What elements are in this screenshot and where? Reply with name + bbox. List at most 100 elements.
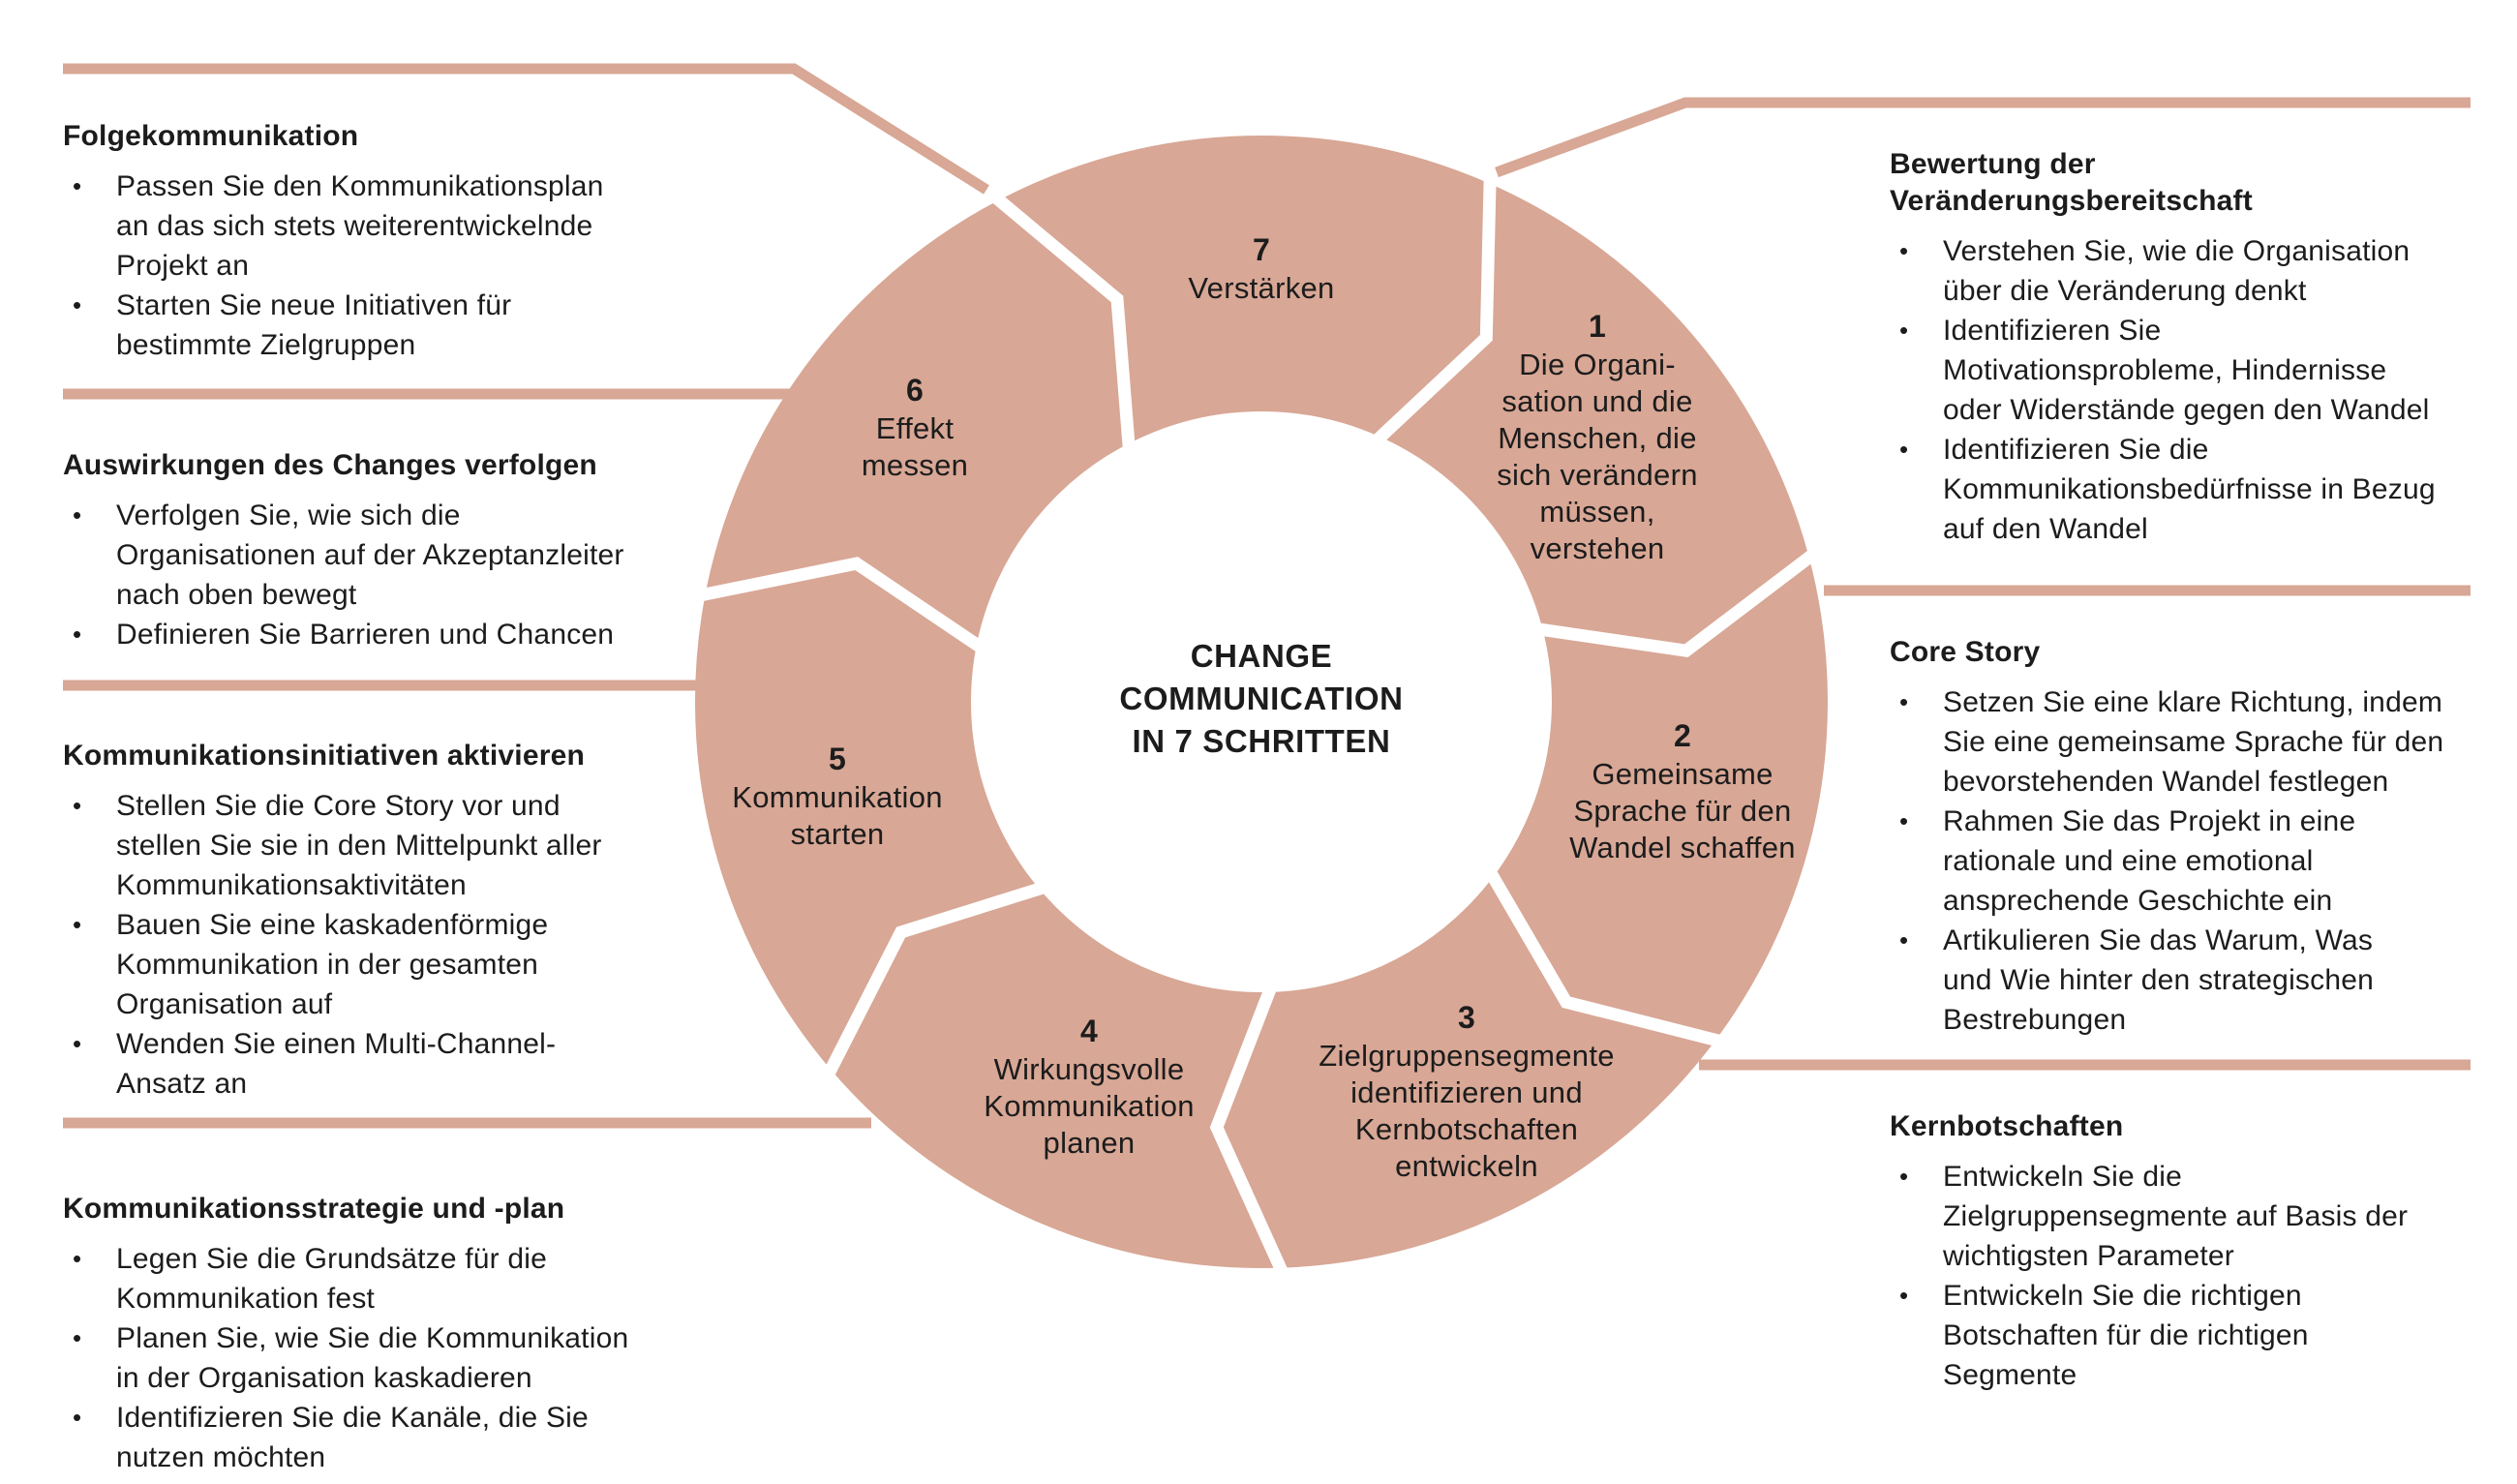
bullet-dot: •: [73, 1029, 82, 1058]
bullet-item: • Artikulieren Sie das Warum, Was und Wie…: [1890, 921, 2480, 1040]
segment-1-number: 1: [1588, 309, 1607, 344]
bullet-item: • Entwickeln Sie die richtigen Botschafte…: [1890, 1276, 2480, 1395]
bullet-list: • Entwickeln Sie die Zielgruppensegmente …: [1890, 1157, 2480, 1395]
segment-3: 3 Zielgruppensegmente identifizieren und…: [1268, 999, 1665, 1185]
bullet-text: Identifizieren Sie Motivationsprobleme, …: [1943, 315, 2430, 426]
bullet-list: •Stellen Sie die Core Story vor und stel…: [63, 786, 702, 1104]
bullet-dot: •: [1899, 1162, 1909, 1191]
bullet-item: • Identifizieren Sie die Kanäle, die Sie …: [63, 1398, 702, 1477]
bullet-dot: •: [1899, 806, 1909, 835]
bullet-item: • Wenden Sie einen Multi-Channel- Ansatz …: [63, 1024, 702, 1104]
bullet-item: •Bauen Sie eine kaskadenförmige Kommunik…: [63, 905, 702, 1024]
bullet-item: • Setzen Sie eine klare Richtung, indem S…: [1890, 682, 2480, 802]
bullet-dot: •: [1899, 1281, 1909, 1310]
segment-separators: [688, 167, 1826, 1286]
segment-1-label: Die Organi- sation und die Menschen, die…: [1497, 348, 1698, 565]
bullet-dot: •: [73, 1244, 82, 1273]
connector-bewertung: [1495, 97, 2471, 178]
segment-6-label: Effekt messen: [861, 411, 969, 482]
callout-heading: Bewertung der Veränderungsbereitschaft: [1890, 148, 2253, 217]
segment-6-number: 6: [905, 373, 925, 408]
bullet-text: Verstehen Sie, wie die Organisation über…: [1943, 235, 2411, 307]
bullet-item: •Verstehen Sie, wie die Organisation übe…: [1890, 231, 2480, 311]
segment-2: 2 Gemeinsame Sprache für den Wandel scha…: [1518, 717, 1847, 866]
callout-heading: Folgekommunikation: [63, 120, 359, 152]
bullet-dot: •: [73, 1403, 82, 1432]
bullet-item: • Definieren Sie Barrieren und Chancen: [63, 615, 702, 654]
connector-folgekommunikation: [63, 63, 989, 195]
separator-5-6: [688, 557, 991, 657]
bullet-text: Setzen Sie eine klare Richtung, indem Si…: [1943, 686, 2444, 798]
bullet-item: • Rahmen Sie das Projekt in eine rational…: [1890, 802, 2480, 921]
callout-bewertung: Bewertung der Veränderungsbereitschaft •…: [1890, 146, 2480, 549]
bullet-dot: •: [73, 1323, 82, 1352]
segment-7-label: Verstärken: [1188, 271, 1335, 305]
segment-3-number: 3: [1457, 1000, 1476, 1035]
segment-4: 4 Wirkungsvolle Kommunikation planen: [929, 1013, 1249, 1162]
bullet-dot: •: [73, 290, 82, 319]
bullet-text: Wenden Sie einen Multi-Channel- Ansatz a…: [116, 1028, 557, 1100]
bullet-dot: •: [73, 620, 82, 649]
segment-4-number: 4: [1079, 1014, 1099, 1048]
segment-7: 7 Verstärken: [1116, 231, 1407, 307]
bullet-dot: •: [1899, 316, 1909, 345]
segment-5-label: Kommunikation starten: [732, 780, 943, 851]
bullet-text: Artikulieren Sie das Warum, Was und Wie …: [1943, 924, 2374, 1036]
bullet-dot: •: [1899, 925, 1909, 954]
callout-heading: Core Story: [1890, 636, 2041, 668]
separator-4-5: [818, 879, 1053, 1087]
segment-2-label: Gemeinsame Sprache für den Wandel schaff…: [1569, 757, 1796, 864]
bullet-text: Planen Sie, wie Sie die Kommunikation in…: [116, 1322, 629, 1394]
bullet-item: • Legen Sie die Grundsätze für die Kommun…: [63, 1239, 702, 1318]
callout-core-story: Core Story • Setzen Sie eine klare Richtu…: [1890, 634, 2480, 1040]
callout-heading: Auswirkungen des Changes verfolgen: [63, 449, 597, 481]
bullet-list: • Setzen Sie eine klare Richtung, indem S…: [1890, 682, 2480, 1040]
callout-kernbotschaften: Kernbotschaften • Entwickeln Sie die Ziel…: [1890, 1108, 2480, 1395]
bullet-list: • Verfolgen Sie, wie sich die Organisatio…: [63, 496, 702, 654]
callout-heading: Kommunikationsinitiativen aktivieren: [63, 740, 585, 772]
bullet-text: Legen Sie die Grundsätze für die Kommuni…: [116, 1243, 548, 1315]
bullet-item: • Verfolgen Sie, wie sich die Organisatio…: [63, 496, 702, 615]
bullet-text: Rahmen Sie das Projekt in eine rationale…: [1943, 805, 2356, 917]
bullet-item: • Passen Sie den Kommunikationsplan an da…: [63, 167, 682, 286]
bullet-item: •Identifizieren Sie die Kommunikationsbe…: [1890, 430, 2480, 549]
bullet-text: Passen Sie den Kommunikationsplan an das…: [116, 170, 604, 282]
bullet-dot: •: [73, 500, 82, 530]
callout-auswirkungen: Auswirkungen des Changes verfolgen • Verf…: [63, 447, 702, 654]
bullet-dot: •: [1899, 687, 1909, 716]
bullet-list: • Verstehen Sie, wie die Organisation übe…: [1890, 231, 2480, 549]
bullet-text: Identifizieren Sie die Kanäle, die Sie n…: [116, 1402, 589, 1473]
callout-heading: Kernbotschaften: [1890, 1110, 2124, 1142]
separator-3-4: [1209, 978, 1293, 1286]
segment-6: 6 Effekt messen: [799, 372, 1031, 484]
bullet-text: Identifizieren Sie die Kommunikationsbed…: [1943, 434, 2436, 545]
segment-5-number: 5: [828, 742, 847, 776]
separator-7-1: [1367, 167, 1497, 451]
segment-2-number: 2: [1673, 718, 1692, 753]
callout-folgekommunikation: Folgekommunikation • Passen Sie den Kommu…: [63, 118, 682, 365]
segment-3-label: Zielgruppensegmente identifizieren und K…: [1319, 1039, 1615, 1183]
bullet-item: • Planen Sie, wie Sie die Kommunikation i…: [63, 1318, 702, 1398]
callout-connectors: [63, 63, 2471, 1129]
bullet-text: Verfolgen Sie, wie sich die Organisation…: [116, 500, 624, 611]
donut-ring: [695, 136, 1828, 1268]
segment-4-label: Wirkungsvolle Kommunikation planen: [984, 1052, 1195, 1160]
bullet-text: Entwickeln Sie die Zielgruppensegmente a…: [1943, 1161, 2409, 1272]
bullet-list: • Passen Sie den Kommunikationsplan an da…: [63, 167, 682, 365]
bullet-text: Starten Sie neue Initiativen für bestimm…: [116, 289, 512, 361]
separator-6-7: [983, 185, 1137, 457]
bullet-dot: •: [73, 910, 82, 939]
bullet-dot: •: [73, 171, 82, 200]
bullet-text: Definieren Sie Barrieren und Chancen: [116, 619, 615, 651]
separator-2-3: [1481, 863, 1733, 1050]
bullet-item: • Entwickeln Sie die Zielgruppensegmente …: [1890, 1157, 2480, 1276]
bullet-text: Entwickeln Sie die richtigen Botschaften…: [1943, 1280, 2309, 1391]
callout-kommunikationsinitiativen: Kommunikationsinitiativen aktivieren •St…: [63, 738, 702, 1104]
callout-heading: Kommunikationsstrategie und -plan: [63, 1193, 565, 1225]
callout-kommunikationsstrategie: Kommunikationsstrategie und -plan • Legen…: [63, 1191, 702, 1477]
bullet-item: • Starten Sie neue Initiativen für bestim…: [63, 286, 682, 365]
segment-5: 5 Kommunikation starten: [682, 741, 992, 853]
bullet-list: • Legen Sie die Grundsätze für die Kommun…: [63, 1239, 702, 1477]
